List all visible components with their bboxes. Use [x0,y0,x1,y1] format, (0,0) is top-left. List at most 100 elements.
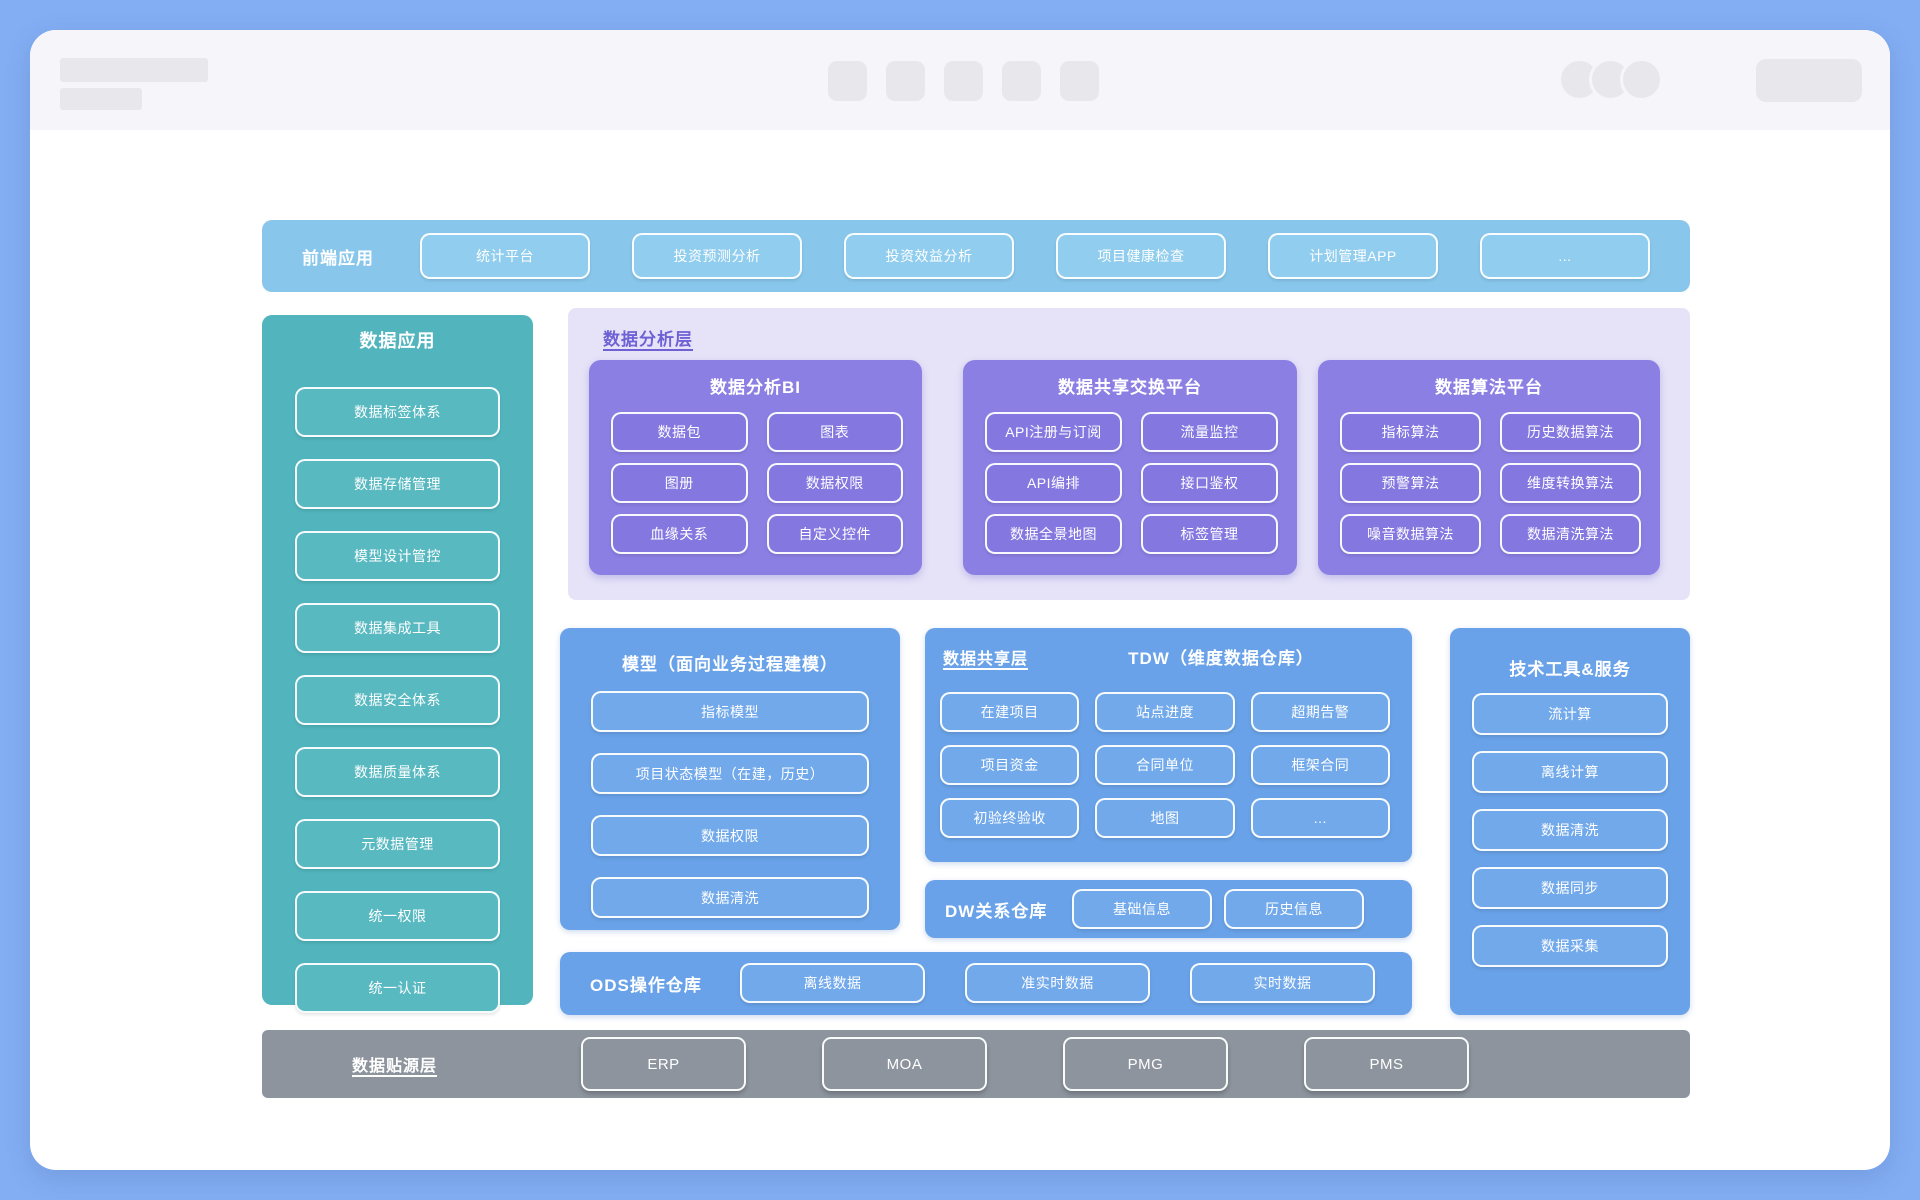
analysis-layer-label: 数据分析层 [603,330,693,349]
platform-item-pill[interactable]: 预警算法 [1340,463,1481,503]
platform-item-pill[interactable]: 图表 [766,412,903,452]
platform-item-grid: API注册与订阅 流量监控 API编排 接口鉴权 数据全景地图 标签管理 [985,412,1278,554]
platform-item-pill[interactable]: 数据全景地图 [985,514,1122,554]
platform-item-pill[interactable]: 维度转换算法 [1500,463,1641,503]
chrome-tab-placeholders [828,61,1099,101]
tab-placeholder [944,61,983,101]
model-item-pill[interactable]: 数据清洗 [591,877,869,918]
platform-bi: 数据分析BI 数据包 图表 图册 数据权限 血缘关系 自定义控件 [589,360,922,575]
ods-item-pill[interactable]: 准实时数据 [965,963,1150,1003]
platform-item-pill[interactable]: 自定义控件 [766,514,903,554]
platform-exchange: 数据共享交换平台 API注册与订阅 流量监控 API编排 接口鉴权 数据全景地图… [963,360,1297,575]
tab-placeholder [828,61,867,101]
platform-item-pill[interactable]: 噪音数据算法 [1340,514,1481,554]
tdw-item-pill[interactable]: 在建项目 [940,692,1080,732]
dw-item-pill[interactable]: 历史信息 [1224,889,1364,929]
source-system-pill[interactable]: PMS [1304,1037,1469,1091]
tech-title: 技术工具&服务 [1509,660,1631,679]
model-item-pill[interactable]: 项目状态模型（在建，历史） [591,753,869,794]
platform-item-pill[interactable]: 历史数据算法 [1500,412,1641,452]
source-system-row: ERP MOA PMG PMS [581,1037,1469,1091]
ods-item-pill[interactable]: 实时数据 [1190,963,1375,1003]
tech-item-pill[interactable]: 数据清洗 [1472,809,1668,851]
platform-item-pill[interactable]: 数据包 [611,412,748,452]
dw-item-pill[interactable]: 基础信息 [1072,889,1212,929]
ods-item-pill[interactable]: 离线数据 [740,963,925,1003]
platform-algorithm: 数据算法平台 指标算法 历史数据算法 预警算法 维度转换算法 噪音数据算法 数据… [1318,360,1660,575]
data-application-pill[interactable]: 数据集成工具 [295,603,500,653]
model-title: 模型（面向业务过程建模） [622,655,838,674]
tech-item-pill[interactable]: 数据同步 [1472,867,1668,909]
data-application-pill[interactable]: 元数据管理 [295,819,500,869]
analysis-layer-panel: 数据分析层 数据分析BI 数据包 图表 图册 数据权限 血缘关系 自定义控 [568,308,1690,600]
data-application-pill[interactable]: 数据存储管理 [295,459,500,509]
chrome-action-placeholder [1756,59,1862,102]
dw-label: DW关系仓库 [945,901,1048,921]
model-item-pill[interactable]: 数据权限 [591,815,869,856]
tdw-item-pill[interactable]: 地图 [1095,798,1235,838]
data-application-pill[interactable]: 数据质量体系 [295,747,500,797]
source-layer-bar: 数据贴源层 ERP MOA PMG PMS [262,1030,1690,1098]
data-application-pill[interactable]: 数据安全体系 [295,675,500,725]
data-application-pill[interactable]: 统一权限 [295,891,500,941]
dw-panel: DW关系仓库 基础信息 历史信息 [925,880,1412,938]
platform-item-pill[interactable]: 血缘关系 [611,514,748,554]
platform-item-pill[interactable]: 图册 [611,463,748,503]
frontend-app-pill[interactable]: 统计平台 [420,233,590,279]
tdw-item-pill[interactable]: ... [1250,798,1390,838]
platform-item-pill[interactable]: 指标算法 [1340,412,1481,452]
data-application-panel: 数据应用 数据标签体系 数据存储管理 模型设计管控 数据集成工具 数据安全体系 … [262,315,533,1013]
tdw-item-pill[interactable]: 框架合同 [1250,745,1390,785]
window-controls-placeholder [1558,58,1663,101]
tdw-item-pill[interactable]: 项目资金 [940,745,1080,785]
platform-item-pill[interactable]: 标签管理 [1141,514,1278,554]
tdw-title: TDW（维度数据仓库） [1128,649,1314,668]
data-application-pill[interactable]: 统一认证 [295,963,500,1013]
frontend-app-pill[interactable]: 投资预测分析 [632,233,802,279]
tdw-item-pill[interactable]: 超期告警 [1250,692,1390,732]
frontend-app-pill[interactable]: ... [1480,233,1650,279]
source-layer-label: 数据贴源层 [352,1058,438,1075]
browser-chrome [30,30,1890,130]
dw-item-row: 基础信息 历史信息 [1072,889,1364,929]
platform-item-grid: 指标算法 历史数据算法 预警算法 维度转换算法 噪音数据算法 数据清洗算法 [1340,412,1641,554]
model-item-pill[interactable]: 指标模型 [591,691,869,732]
platform-title: 数据共享交换平台 [1058,378,1202,397]
tdw-item-pill[interactable]: 初验终验收 [940,798,1080,838]
source-system-pill[interactable]: ERP [581,1037,746,1091]
tab-placeholder [886,61,925,101]
data-application-title: 数据应用 [359,331,436,351]
source-system-pill[interactable]: PMG [1063,1037,1228,1091]
frontend-app-pill[interactable]: 计划管理APP [1268,233,1438,279]
platform-item-grid: 数据包 图表 图册 数据权限 血缘关系 自定义控件 [611,412,903,554]
tab-placeholder [1002,61,1041,101]
frontend-apps-row: 统计平台 投资预测分析 投资效益分析 项目健康检查 计划管理APP ... [420,233,1650,279]
tdw-item-pill[interactable]: 站点进度 [1095,692,1235,732]
platform-item-pill[interactable]: API编排 [985,463,1122,503]
frontend-apps-bar: 前端应用 统计平台 投资预测分析 投资效益分析 项目健康检查 计划管理APP .… [262,220,1690,292]
tech-panel: 技术工具&服务 流计算 离线计算 数据清洗 数据同步 数据采集 [1450,628,1690,1015]
browser-window: 前端应用 统计平台 投资预测分析 投资效益分析 项目健康检查 计划管理APP .… [30,30,1890,1170]
source-system-pill[interactable]: MOA [822,1037,987,1091]
tech-item-pill[interactable]: 离线计算 [1472,751,1668,793]
platform-item-pill[interactable]: 接口鉴权 [1141,463,1278,503]
frontend-app-pill[interactable]: 投资效益分析 [844,233,1014,279]
model-list: 指标模型 项目状态模型（在建，历史） 数据权限 数据清洗 [591,691,869,918]
tech-list: 流计算 离线计算 数据清洗 数据同步 数据采集 [1472,693,1668,967]
platform-item-pill[interactable]: 流量监控 [1141,412,1278,452]
control-circle [1620,58,1663,101]
platform-title: 数据分析BI [710,378,801,397]
model-panel: 模型（面向业务过程建模） 指标模型 项目状态模型（在建，历史） 数据权限 数据清… [560,628,900,930]
platform-title: 数据算法平台 [1435,378,1543,397]
share-layer-panel: 数据共享层 TDW（维度数据仓库） 在建项目 站点进度 超期告警 项目资金 合同… [925,628,1412,862]
frontend-app-pill[interactable]: 项目健康检查 [1056,233,1226,279]
platform-item-pill[interactable]: API注册与订阅 [985,412,1122,452]
tdw-item-pill[interactable]: 合同单位 [1095,745,1235,785]
data-application-pill[interactable]: 模型设计管控 [295,531,500,581]
data-application-pill[interactable]: 数据标签体系 [295,387,500,437]
frontend-apps-label: 前端应用 [302,248,374,268]
tech-item-pill[interactable]: 流计算 [1472,693,1668,735]
platform-item-pill[interactable]: 数据清洗算法 [1500,514,1641,554]
platform-item-pill[interactable]: 数据权限 [766,463,903,503]
tech-item-pill[interactable]: 数据采集 [1472,925,1668,967]
